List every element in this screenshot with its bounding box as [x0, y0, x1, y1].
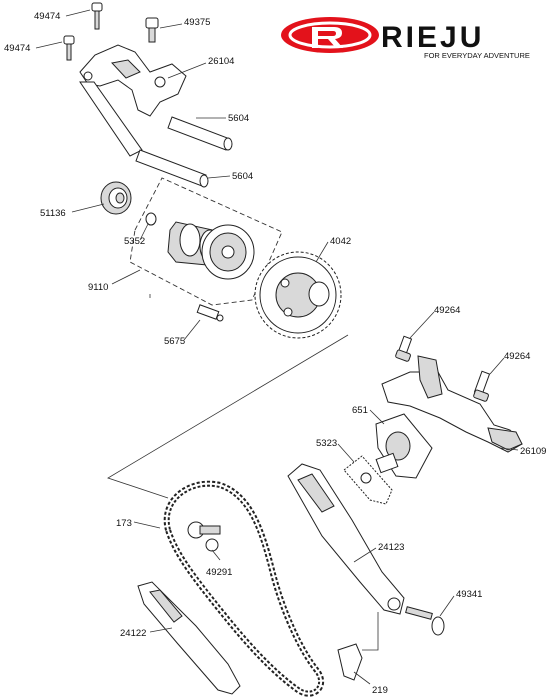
- brand-name: RIEJU: [381, 21, 484, 54]
- label-49474-left: 49474: [4, 43, 30, 54]
- label-49264-right: 49264: [504, 351, 530, 362]
- label-173: 173: [116, 518, 132, 529]
- label-49291: 49291: [206, 567, 232, 578]
- chain-guide-24123: [287, 463, 405, 615]
- oring-5352: [145, 212, 157, 226]
- label-5675: 5675: [164, 336, 185, 347]
- stopper-219: [337, 643, 363, 681]
- assembly-link-line: [107, 334, 349, 499]
- brand-tagline: FOR EVERYDAY ADVENTURE: [424, 51, 530, 60]
- bolt-49264-right: [473, 370, 491, 402]
- chain-guide-24122: [137, 581, 241, 695]
- label-9110: 9110: [88, 282, 108, 293]
- bolt-49474-left: [63, 35, 75, 61]
- label-49474-top: 49474: [34, 11, 60, 22]
- pin-5604-lower: [135, 149, 209, 188]
- sprocket-4042: [254, 251, 342, 339]
- label-4042: 4042: [330, 236, 351, 247]
- bolt-49291: [187, 521, 221, 552]
- bearing-51136: [100, 181, 132, 215]
- pin-5604-upper: [167, 116, 233, 151]
- guide-bracket-26109: [381, 355, 523, 453]
- label-49375: 49375: [184, 17, 210, 28]
- label-24122: 24122: [120, 628, 146, 639]
- label-5604-upper: 5604: [228, 113, 249, 124]
- leader-lines: [35, 9, 519, 685]
- label-49341: 49341: [456, 589, 482, 600]
- bolt-49474-top: [91, 2, 103, 30]
- kit-outline-9110: [129, 177, 283, 306]
- camshaft: [167, 221, 255, 280]
- label-219: 219: [372, 685, 388, 696]
- bolt-49375: [145, 17, 159, 43]
- label-651: 651: [352, 405, 368, 416]
- part-labels: 49474 49474 49375 26104 5604 5604 51136 …: [4, 11, 546, 696]
- label-51136: 51136: [40, 208, 66, 219]
- bolt-49264-left: [395, 335, 413, 362]
- label-24123: 24123: [378, 542, 404, 553]
- label-49264-left: 49264: [434, 305, 460, 316]
- label-26109: 26109: [520, 446, 546, 457]
- bracket-26104: [79, 44, 187, 157]
- label-5604-lower: 5604: [232, 171, 253, 182]
- label-5323: 5323: [316, 438, 337, 449]
- timing-chain-173: [163, 480, 325, 697]
- bolt-49341: [405, 606, 445, 636]
- label-26104: 26104: [208, 56, 234, 67]
- decompressor-5675: [196, 304, 224, 322]
- tensioner-651: [375, 413, 433, 479]
- gasket-5323: [343, 455, 393, 505]
- label-5352: 5352: [124, 236, 145, 247]
- rieju-logo: RIEJU FOR EVERYDAY ADVENTURE: [281, 17, 530, 60]
